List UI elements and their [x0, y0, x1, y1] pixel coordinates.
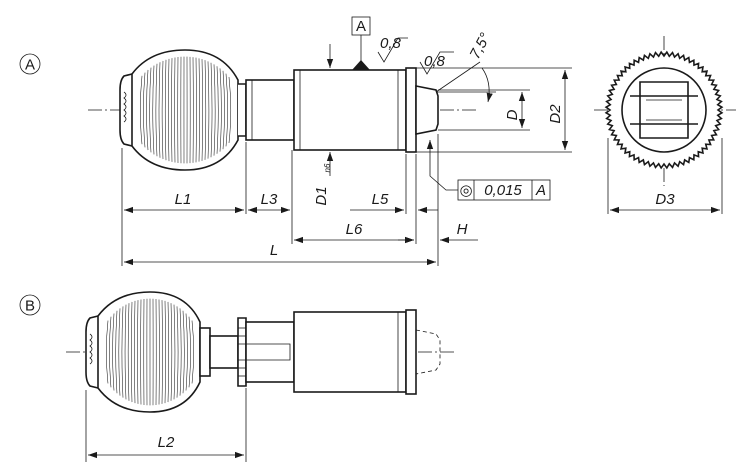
collar	[405, 67, 417, 153]
dim-L: L	[124, 242, 436, 266]
retracted-pin-b	[415, 329, 441, 375]
view-b: B L2	[19, 291, 456, 462]
dim-L-label: L	[270, 242, 278, 259]
knob-end-cap	[119, 73, 133, 147]
dim-L5: L5	[350, 191, 438, 214]
bushing-b	[237, 317, 247, 387]
dim-D1-label: D1	[313, 186, 330, 205]
surface-finish-top: 0,8	[377, 35, 408, 63]
tolerance-frame: ◎ 0,015 A	[426, 140, 551, 201]
view-a-marker: A	[19, 53, 41, 75]
dim-H-label: H	[457, 221, 468, 238]
knurled-knob-b	[97, 291, 201, 413]
dim-D: D	[438, 89, 530, 131]
view-a: A A 0	[19, 16, 572, 266]
dim-D2: D2	[416, 67, 572, 153]
knob-neck	[238, 83, 247, 137]
dim-L6-label: L6	[346, 221, 363, 238]
dim-L1-label: L1	[175, 191, 192, 208]
end-slot-plate	[639, 81, 689, 139]
dim-H: H	[398, 221, 478, 244]
dim-L3: L3	[248, 191, 290, 214]
view-b-marker: B	[19, 294, 41, 316]
dim-L3-label: L3	[261, 191, 278, 208]
tolerance-datum: A	[535, 182, 546, 199]
knob-end-cap-b	[85, 315, 99, 389]
dim-D1-fit: n6	[323, 163, 332, 172]
dim-D2-label: D2	[547, 104, 564, 124]
shaft-b	[245, 321, 295, 383]
tolerance-value: 0,015	[484, 182, 522, 199]
dim-L2-label: L2	[158, 434, 175, 451]
end-view: D3	[594, 36, 736, 214]
datum-marker: A	[351, 16, 371, 70]
chamfer-angle: 7,5°	[467, 30, 495, 62]
surface-finish-top-value: 0,8	[380, 35, 402, 52]
plunger-pin	[415, 85, 439, 135]
dim-L5-label: L5	[372, 191, 389, 208]
dim-L2: L2	[88, 434, 244, 459]
dim-D-label: D	[504, 109, 521, 120]
tolerance-symbol: ◎	[459, 182, 472, 199]
collar-b	[405, 309, 417, 395]
threaded-body-b	[293, 311, 407, 393]
shaft	[245, 79, 295, 141]
datum-label: A	[356, 18, 366, 35]
dim-L1: L1	[124, 191, 244, 214]
view-a-marker-label: A	[25, 57, 35, 74]
threaded-body	[293, 69, 407, 151]
dim-D3: D3	[610, 191, 720, 214]
view-b-marker-label: B	[25, 298, 35, 315]
dim-D1: D1 n6	[313, 44, 334, 206]
knob-neck-b	[199, 327, 211, 377]
knurled-knob	[131, 49, 239, 171]
rod-b	[209, 335, 239, 369]
dim-D3-label: D3	[655, 191, 675, 208]
dim-L6: L6	[294, 221, 414, 244]
chamfer-finish-value: 0,8	[424, 53, 446, 70]
